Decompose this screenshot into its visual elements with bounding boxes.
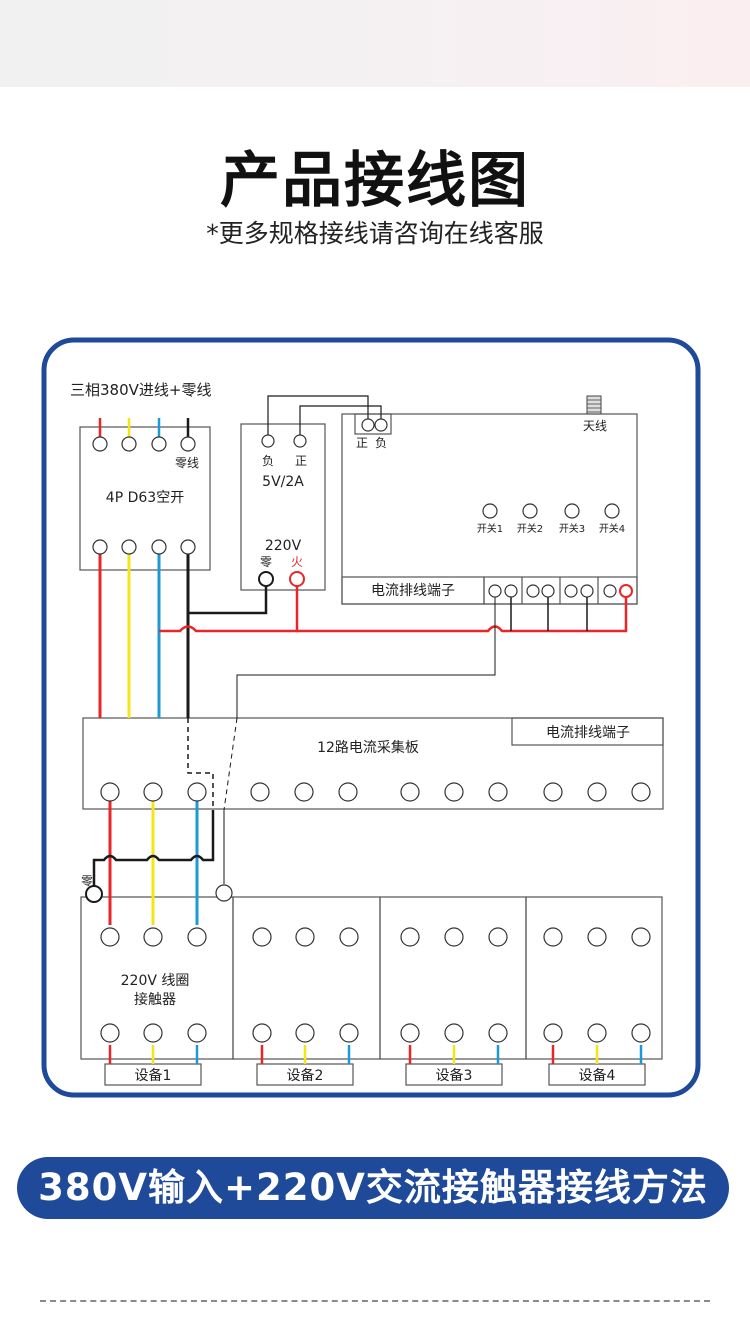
- switch-label-3: 开关3: [559, 522, 585, 535]
- current-board-label: 12路电流采集板: [317, 739, 419, 756]
- current-board-box: [82, 717, 664, 810]
- three-phase-label: 三相380V进线+零线: [70, 381, 211, 399]
- device-label-3: 设备3: [436, 1067, 473, 1084]
- coil-zero-terminal: [85, 885, 103, 903]
- module-power-terminal: [354, 413, 392, 435]
- psu-box: [240, 423, 326, 591]
- page-title: 产品接线图: [220, 146, 530, 216]
- psu-pos-label: 正: [295, 454, 307, 468]
- board-terminal-box: [511, 717, 664, 746]
- psu-neg-label: 负: [262, 454, 274, 468]
- contactor-label-line2: 接触器: [134, 991, 176, 1008]
- psu-fire-terminal: [289, 571, 305, 587]
- psu-zero-terminal: [258, 571, 274, 587]
- antenna-label: 天线: [583, 419, 607, 433]
- psu-fire-label: 火: [291, 555, 303, 569]
- top-banner-strip: [0, 0, 750, 87]
- antenna-icon: [586, 395, 602, 415]
- board-terminal-label: 电流排线端子: [546, 725, 630, 741]
- switch-label-2: 开关2: [517, 522, 543, 535]
- module-neg-label: 负: [375, 436, 387, 450]
- coil-zero-label: 零: [81, 874, 93, 888]
- switch-label-1: 开关1: [477, 522, 503, 535]
- module-terminal-label: 电流排线端子: [371, 583, 455, 599]
- contactor-box-4: [525, 896, 663, 1060]
- module-terminal-red: [619, 584, 633, 598]
- psu-input-label: 220V: [265, 538, 302, 554]
- dashed-divider: [40, 1300, 710, 1302]
- device-label-1: 设备1: [135, 1067, 172, 1084]
- breaker-box: [79, 426, 211, 571]
- breaker-label: 4P D63空开: [106, 490, 184, 506]
- psu-rating-label: 5V/2A: [262, 474, 304, 490]
- contactor-label-line1: 220V 线圈: [121, 973, 190, 989]
- method-banner: 380V输入+220V交流接触器接线方法: [17, 1157, 729, 1219]
- switch-label-4: 开关4: [599, 522, 625, 535]
- psu-zero-label: 零: [260, 555, 272, 569]
- device-label-2: 设备2: [287, 1067, 324, 1084]
- module-pos-label: 正: [356, 436, 368, 450]
- page-subtitle: *更多规格接线请咨询在线客服: [206, 219, 544, 248]
- device-label-4: 设备4: [579, 1067, 616, 1084]
- neutral-label: 零线: [175, 456, 199, 470]
